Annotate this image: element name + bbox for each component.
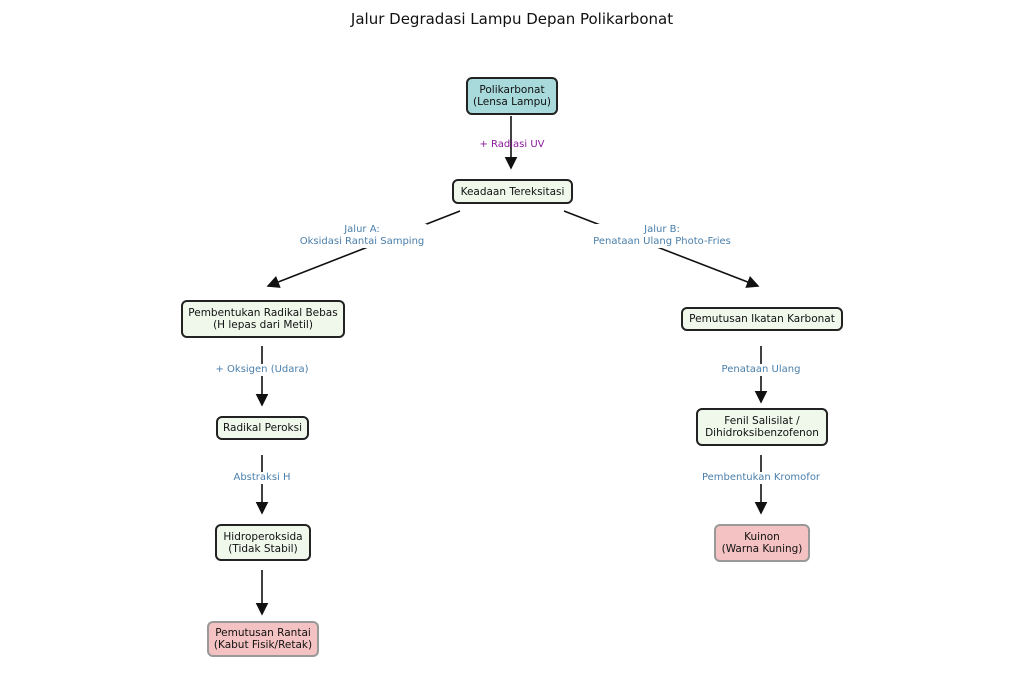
edge-label-h-abstraction: Abstraksi H	[231, 472, 293, 484]
edge-label-uv: + Radiasi UV	[479, 139, 545, 150]
node-hydroperoxide: Hidroperoksida (Tidak Stabil)	[215, 524, 311, 561]
edge-label-chromophore: Pembentukan Kromofor	[699, 472, 823, 484]
edge-label-path-a: Jalur A: Oksidasi Rantai Samping	[297, 224, 427, 248]
diagram-title: Jalur Degradasi Lampu Depan Polikarbonat	[350, 10, 674, 28]
node-chain-scission: Pemutusan Rantai (Kabut Fisik/Retak)	[207, 621, 319, 657]
node-polycarbonate: Polikarbonat (Lensa Lampu)	[466, 77, 558, 115]
edge-path-b	[563, 210, 760, 288]
node-phenyl-salicylate: Fenil Salisilat / Dihidroksibenzofenon	[696, 408, 828, 446]
node-free-radical: Pembentukan Radikal Bebas (H lepas dari …	[181, 300, 345, 338]
node-peroxy-radical: Radikal Peroksi	[216, 416, 309, 440]
node-excited-state: Keadaan Tereksitasi	[452, 179, 573, 204]
node-carbonate-cleavage: Pemutusan Ikatan Karbonat	[681, 307, 843, 331]
edge-label-oxygen: + Oksigen (Udara)	[213, 364, 311, 376]
edge-label-path-b: Jalur B: Penataan Ulang Photo-Fries	[591, 224, 733, 248]
edge-path-a	[266, 210, 461, 288]
node-quinone: Kuinon (Warna Kuning)	[714, 524, 810, 562]
edge-label-rearrangement: Penataan Ulang	[719, 364, 803, 376]
